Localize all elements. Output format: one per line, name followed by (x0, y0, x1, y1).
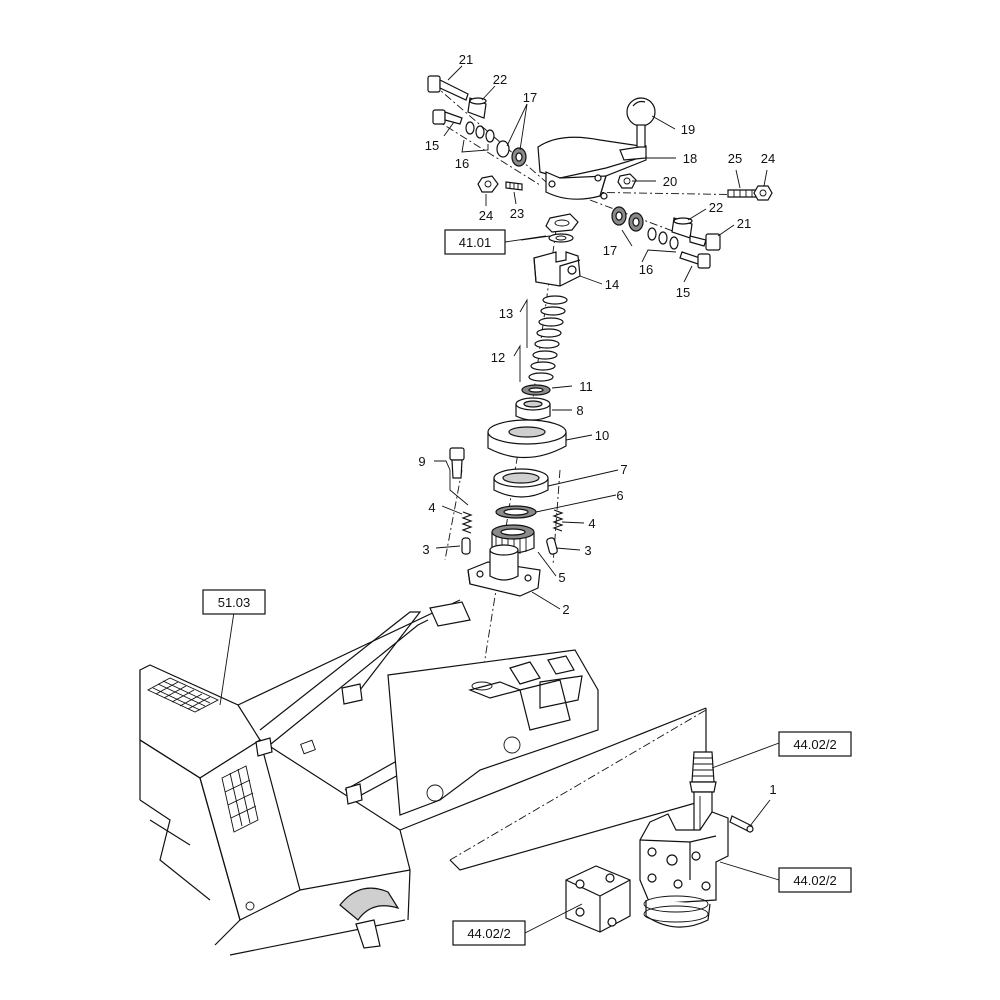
callout-21: 21 (737, 216, 751, 231)
grab-handle (339, 887, 400, 949)
callout-18: 18 (683, 151, 697, 166)
valve-cover-plate (565, 865, 631, 933)
base-flange-2 (467, 544, 541, 597)
reference-box-4402-mid: 44.02/2 (778, 867, 852, 893)
reference-label-5103: 51.03 (218, 595, 251, 610)
callout-3: 3 (584, 543, 591, 558)
callout-4: 4 (428, 500, 435, 515)
callout-12: 12 (491, 350, 505, 365)
callout-10: 10 (595, 428, 609, 443)
callout-numbers: 21 22 17 19 15 16 18 25 24 20 24 23 22 2… (418, 52, 776, 797)
callout-17: 17 (603, 243, 617, 258)
callout-6: 6 (616, 488, 623, 503)
reference-label-4402-bot: 44.02/2 (467, 926, 510, 941)
callout-21: 21 (459, 52, 473, 67)
screw-9 (449, 447, 465, 479)
callout-5: 5 (558, 570, 565, 585)
bushing-8 (515, 397, 551, 421)
nut-washer-4101 (545, 213, 579, 243)
callout-22: 22 (709, 200, 723, 215)
reference-label-4101: 41.01 (459, 235, 492, 250)
reference-box-4402-top: 44.02/2 (778, 731, 852, 757)
callout-24: 24 (761, 151, 775, 166)
console-grille-side (221, 765, 259, 833)
callout-24: 24 (479, 208, 493, 223)
washers-16-right (647, 227, 679, 250)
bolt-15-right (679, 251, 711, 269)
stud-25 (727, 189, 757, 198)
callout-9: 9 (418, 454, 425, 469)
pin-3-right (546, 537, 558, 555)
callout-3: 3 (422, 542, 429, 557)
callout-11: 11 (579, 379, 593, 394)
spacer-22-right (671, 217, 693, 239)
reference-label-4402-top: 44.02/2 (793, 737, 836, 752)
callout-25: 25 (728, 151, 742, 166)
bearing-6 (495, 505, 537, 519)
key-pin-1 (729, 815, 754, 833)
callout-2: 2 (562, 602, 569, 617)
cam-block-14 (533, 251, 581, 287)
reference-box-4101: 41.01 (444, 229, 506, 255)
callout-20: 20 (663, 174, 677, 189)
machine-frame (139, 599, 707, 956)
callout-4: 4 (588, 516, 595, 531)
console-grille-top (147, 677, 220, 713)
knob (626, 97, 656, 148)
washers-16-top (465, 121, 527, 167)
nut-24-left (477, 175, 499, 193)
callout-19: 19 (681, 122, 695, 137)
leader-lines (219, 65, 780, 934)
housing-10 (487, 419, 567, 459)
callout-15: 15 (425, 138, 439, 153)
assembly-axis-lines (432, 83, 761, 861)
callout-7: 7 (620, 462, 627, 477)
pin-3-left (461, 537, 471, 555)
nut-24-right (753, 185, 773, 201)
callout-15: 15 (676, 285, 690, 300)
pedal-bracket (537, 136, 647, 200)
callout-22: 22 (493, 72, 507, 87)
callout-8: 8 (576, 403, 583, 418)
spacer-22-top (467, 97, 487, 119)
bearing-ring-7 (493, 468, 549, 498)
bolt-21-top (427, 75, 469, 101)
callout-13: 13 (499, 306, 513, 321)
callout-16: 16 (639, 262, 653, 277)
callout-23: 23 (510, 206, 524, 221)
nut-20 (617, 173, 637, 189)
spring-4-right (552, 509, 564, 532)
callout-1: 1 (769, 782, 776, 797)
bolt-21-right (689, 233, 721, 251)
bushing-17-right (611, 206, 644, 232)
bolt-15-top (432, 109, 463, 125)
steering-valve-body (639, 811, 729, 928)
callout-14: 14 (605, 277, 619, 292)
grease-nipple-23 (505, 181, 523, 191)
reference-box-5103: 51.03 (202, 589, 266, 615)
disc-springs-13-12 (528, 295, 568, 382)
washer-11 (521, 384, 551, 396)
callout-17: 17 (523, 90, 537, 105)
reference-box-4402-bot: 44.02/2 (452, 920, 526, 946)
callout-16: 16 (455, 156, 469, 171)
spring-4-left (461, 511, 473, 534)
reference-label-4402-mid: 44.02/2 (793, 873, 836, 888)
